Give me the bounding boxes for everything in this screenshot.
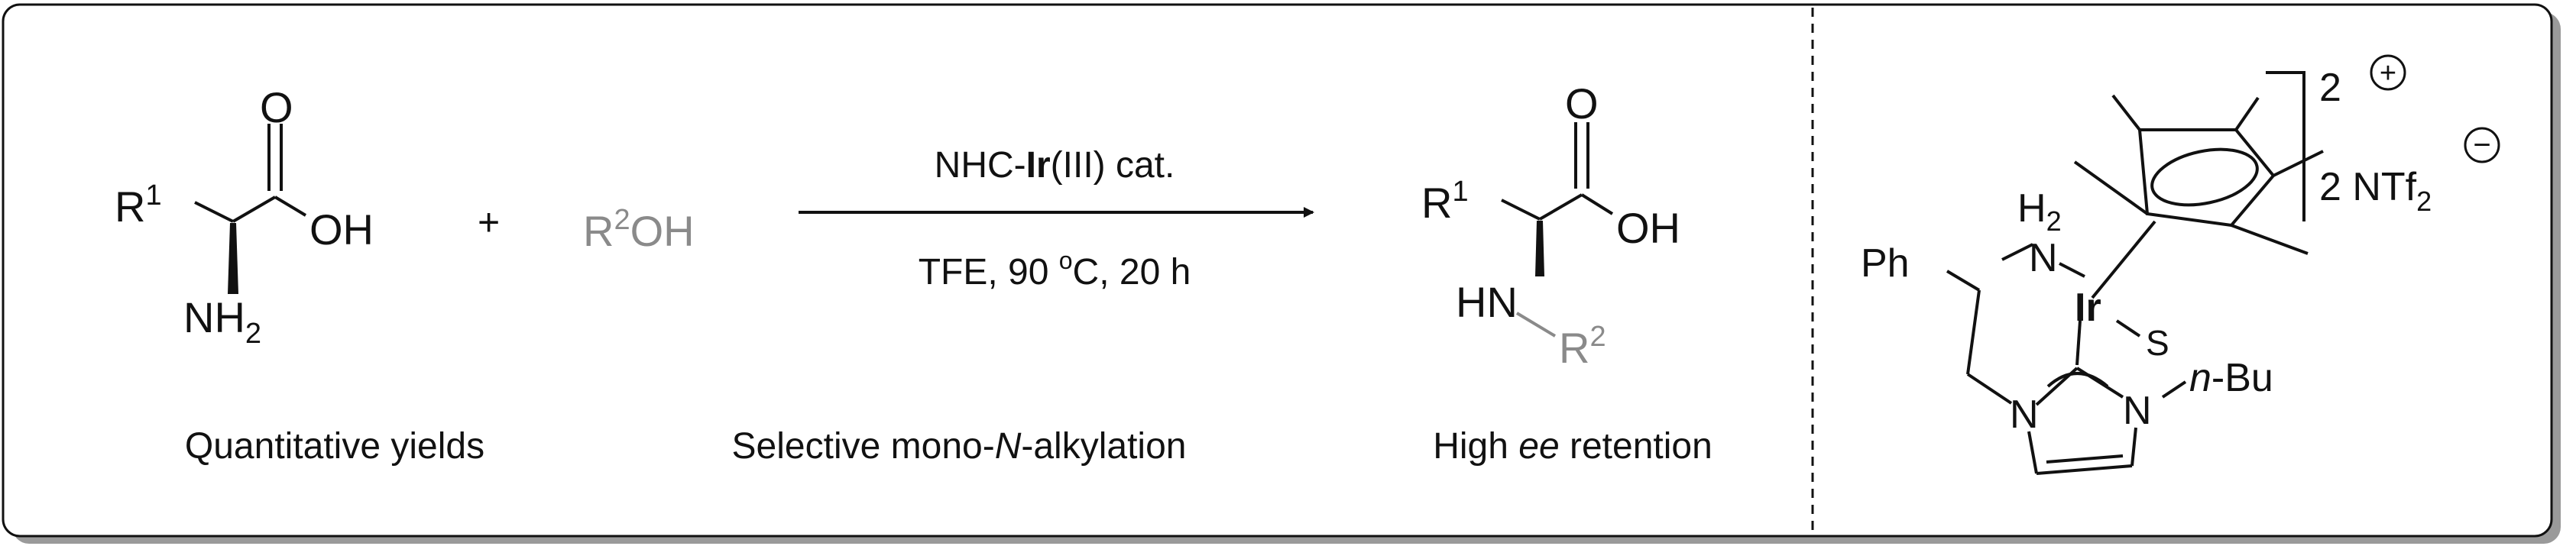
amino-acid-structure: R1 O OH NH2 <box>115 83 374 350</box>
caption-selectivity: Selective mono-N-alkylation <box>732 426 1187 467</box>
phenyl-label: Ph <box>1861 241 1910 286</box>
amino-acid-bonds <box>194 124 307 223</box>
bond-ir-cp <box>2091 220 2156 299</box>
bond-n-butyl <box>2161 380 2187 399</box>
caption-ee: High ee retention <box>1433 426 1712 467</box>
frame-border <box>2 3 2553 538</box>
imidazole-n-left: N <box>2010 393 2039 437</box>
r1-label: R1 <box>115 179 162 231</box>
bond-ph-ch <box>1946 270 1981 292</box>
cp-aromatic-circle <box>2150 147 2259 207</box>
positive-charge-sign: + <box>2380 57 2396 89</box>
methyl-3 <box>2273 150 2324 177</box>
bond-n-ir <box>2059 262 2085 278</box>
scheme-frame <box>2 3 2561 544</box>
temperature-condition: TFE, 90 oC, 20 h <box>919 247 1191 292</box>
bond-ch2-n <box>1966 373 2013 405</box>
negative-charge-circle <box>2464 127 2500 163</box>
charge-bracket <box>2266 71 2305 221</box>
methyl-1 <box>2111 94 2141 131</box>
bond-ir-carbene <box>2075 320 2082 366</box>
bond-alpha-carboxyl <box>232 195 277 223</box>
imidazole-n-right: N <box>2123 389 2152 433</box>
carbene-delocalization <box>2046 372 2109 388</box>
bond-c-oh <box>1580 193 1614 215</box>
product-structure: R1 O OH HN R2 <box>1421 79 1680 372</box>
catalyst-structure: Ph H2 N Ir S N N n-Bu 2 + 2 NTf2 − <box>1861 54 2500 475</box>
carbonyl-oxygen: O <box>1565 79 1599 128</box>
methyl-5 <box>2073 160 2149 215</box>
methyl-2 <box>2234 96 2260 131</box>
solvent-ligand-label: S <box>2146 323 2169 363</box>
catalyst-bonds <box>1946 220 2187 475</box>
bond-r1-alpha <box>1501 199 1541 221</box>
bond-nleft-c5 <box>2027 431 2038 474</box>
alcohol-label: R2OH <box>583 204 695 255</box>
bond-c-oh <box>274 195 307 217</box>
charge-number: 2 <box>2319 66 2341 110</box>
amine-label: NH2 <box>183 293 261 350</box>
counterion-label: 2 NTf2 <box>2319 165 2432 217</box>
positive-charge-circle <box>2370 54 2406 91</box>
bond-c4-nright <box>2130 427 2137 467</box>
butyl-label: n-Bu <box>2189 356 2273 400</box>
bond-c4-c5 <box>2036 464 2133 475</box>
r2-label: R2 <box>1559 321 1606 372</box>
carbonyl-oxygen: O <box>260 83 293 131</box>
cp-methyl-groups <box>2073 94 2324 255</box>
plus-sign: + <box>478 201 500 244</box>
wedge-bond <box>228 223 238 294</box>
reaction-conditions: NHC-Ir(III) cat. TFE, 90 oC, 20 h <box>799 145 1314 292</box>
bond-r1-alpha <box>194 201 234 223</box>
wedge-bond <box>1535 221 1544 276</box>
product-bonds <box>1501 122 1614 338</box>
bond-n-r2 <box>1515 312 1557 338</box>
methyl-4 <box>2231 224 2309 255</box>
bond-ch-ch2 <box>1966 289 1981 375</box>
amine-label: HN <box>1456 278 1518 326</box>
iridium-label: Ir <box>2075 286 2101 330</box>
cp-star-ligand <box>2073 94 2324 255</box>
cp-ring <box>2137 128 2276 228</box>
hydroxyl-label: OH <box>309 205 374 254</box>
amine-nitrogen-label: N <box>2029 236 2058 280</box>
bond-c4-c5-double <box>2046 454 2124 464</box>
catalyst-condition: NHC-Ir(III) cat. <box>935 145 1175 186</box>
hydroxyl-label: OH <box>1616 204 1680 252</box>
caption-yields: Quantitative yields <box>185 426 484 467</box>
captions: Quantitative yields Selective mono-N-alk… <box>185 426 1712 467</box>
negative-charge-sign: − <box>2473 128 2490 162</box>
bond-ch-n <box>2001 243 2033 261</box>
bond-ir-s <box>2115 319 2141 338</box>
amine-hydrogen-label: H2 <box>2017 186 2062 237</box>
r1-label: R1 <box>1421 176 1469 227</box>
bond-alpha-carboxyl <box>1538 193 1583 221</box>
